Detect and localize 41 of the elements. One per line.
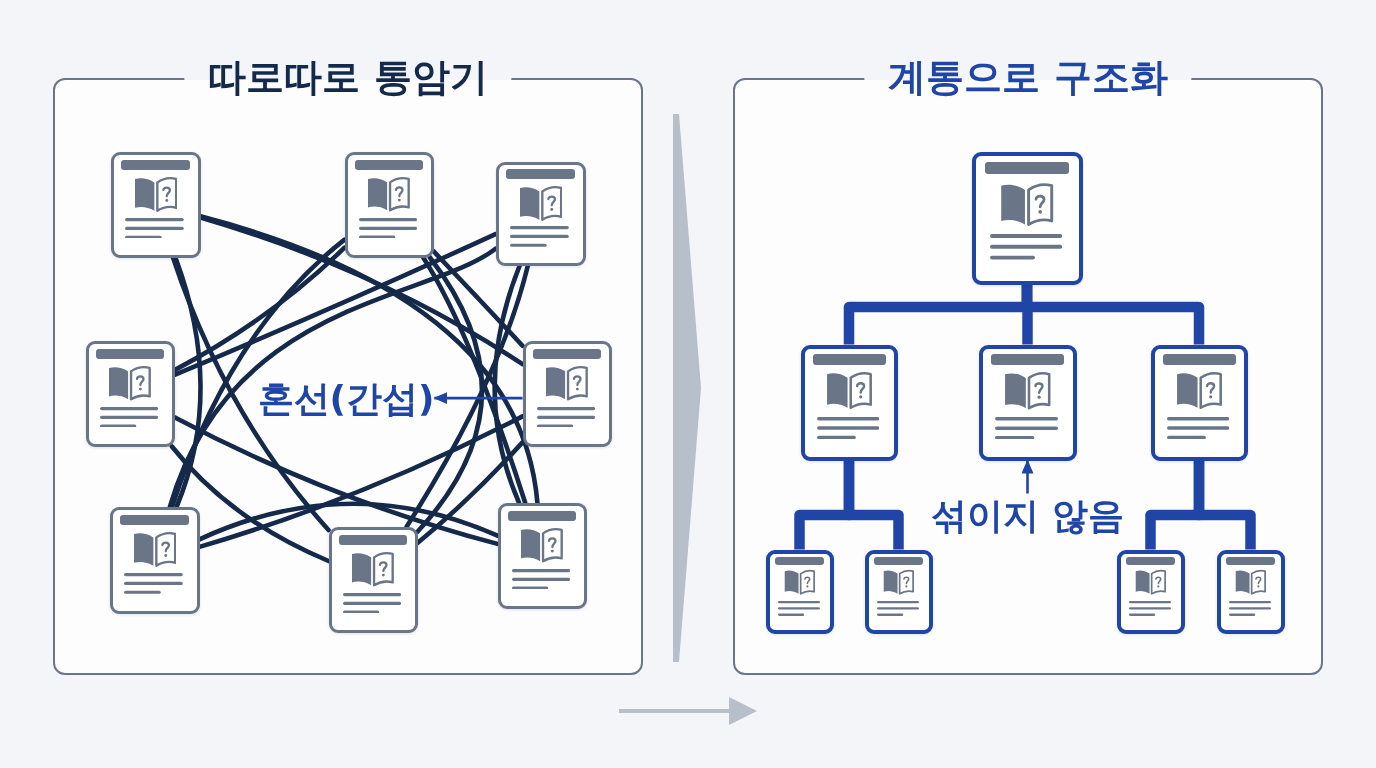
tangled-line (415, 255, 485, 534)
tangled-line (169, 444, 331, 564)
document-card (978, 344, 1077, 461)
tangled-line (170, 255, 331, 533)
tangled-line (172, 231, 498, 378)
document-card (109, 506, 200, 614)
tangled-line (492, 263, 522, 505)
document-card (495, 161, 586, 266)
document-card (800, 344, 898, 461)
tangled-line (172, 414, 500, 547)
document-card (85, 340, 175, 447)
tangled-line (173, 255, 203, 509)
tree-connector (1021, 284, 1205, 345)
tangled-line (198, 214, 540, 505)
tangled-line (197, 414, 525, 550)
tangled-line (404, 263, 531, 529)
tree-connector (843, 460, 904, 550)
tangled-line (431, 248, 525, 348)
callout-label: 혼선(간섭) (257, 376, 435, 420)
tangled-line (415, 440, 525, 546)
document-card (864, 549, 933, 634)
tangled-line (197, 501, 500, 542)
document-card (1216, 549, 1285, 634)
document-card (522, 340, 612, 447)
tangled-line (172, 245, 347, 373)
tangled-line (169, 237, 347, 509)
document-card (1150, 344, 1248, 461)
document-card (971, 151, 1083, 285)
document-card (497, 502, 587, 609)
document-card (110, 151, 201, 258)
divider-chevron (673, 114, 701, 662)
pointer-arrow (433, 392, 523, 405)
document-card (1116, 549, 1185, 634)
document-card (765, 549, 834, 634)
document-card (328, 526, 418, 633)
tree-connector (1193, 460, 1256, 550)
tangled-line (167, 246, 498, 509)
pointer-arrow (1021, 459, 1034, 494)
tangled-line (420, 255, 528, 505)
callout-label: 섞이지 않음 (931, 493, 1124, 537)
document-card (344, 151, 434, 258)
